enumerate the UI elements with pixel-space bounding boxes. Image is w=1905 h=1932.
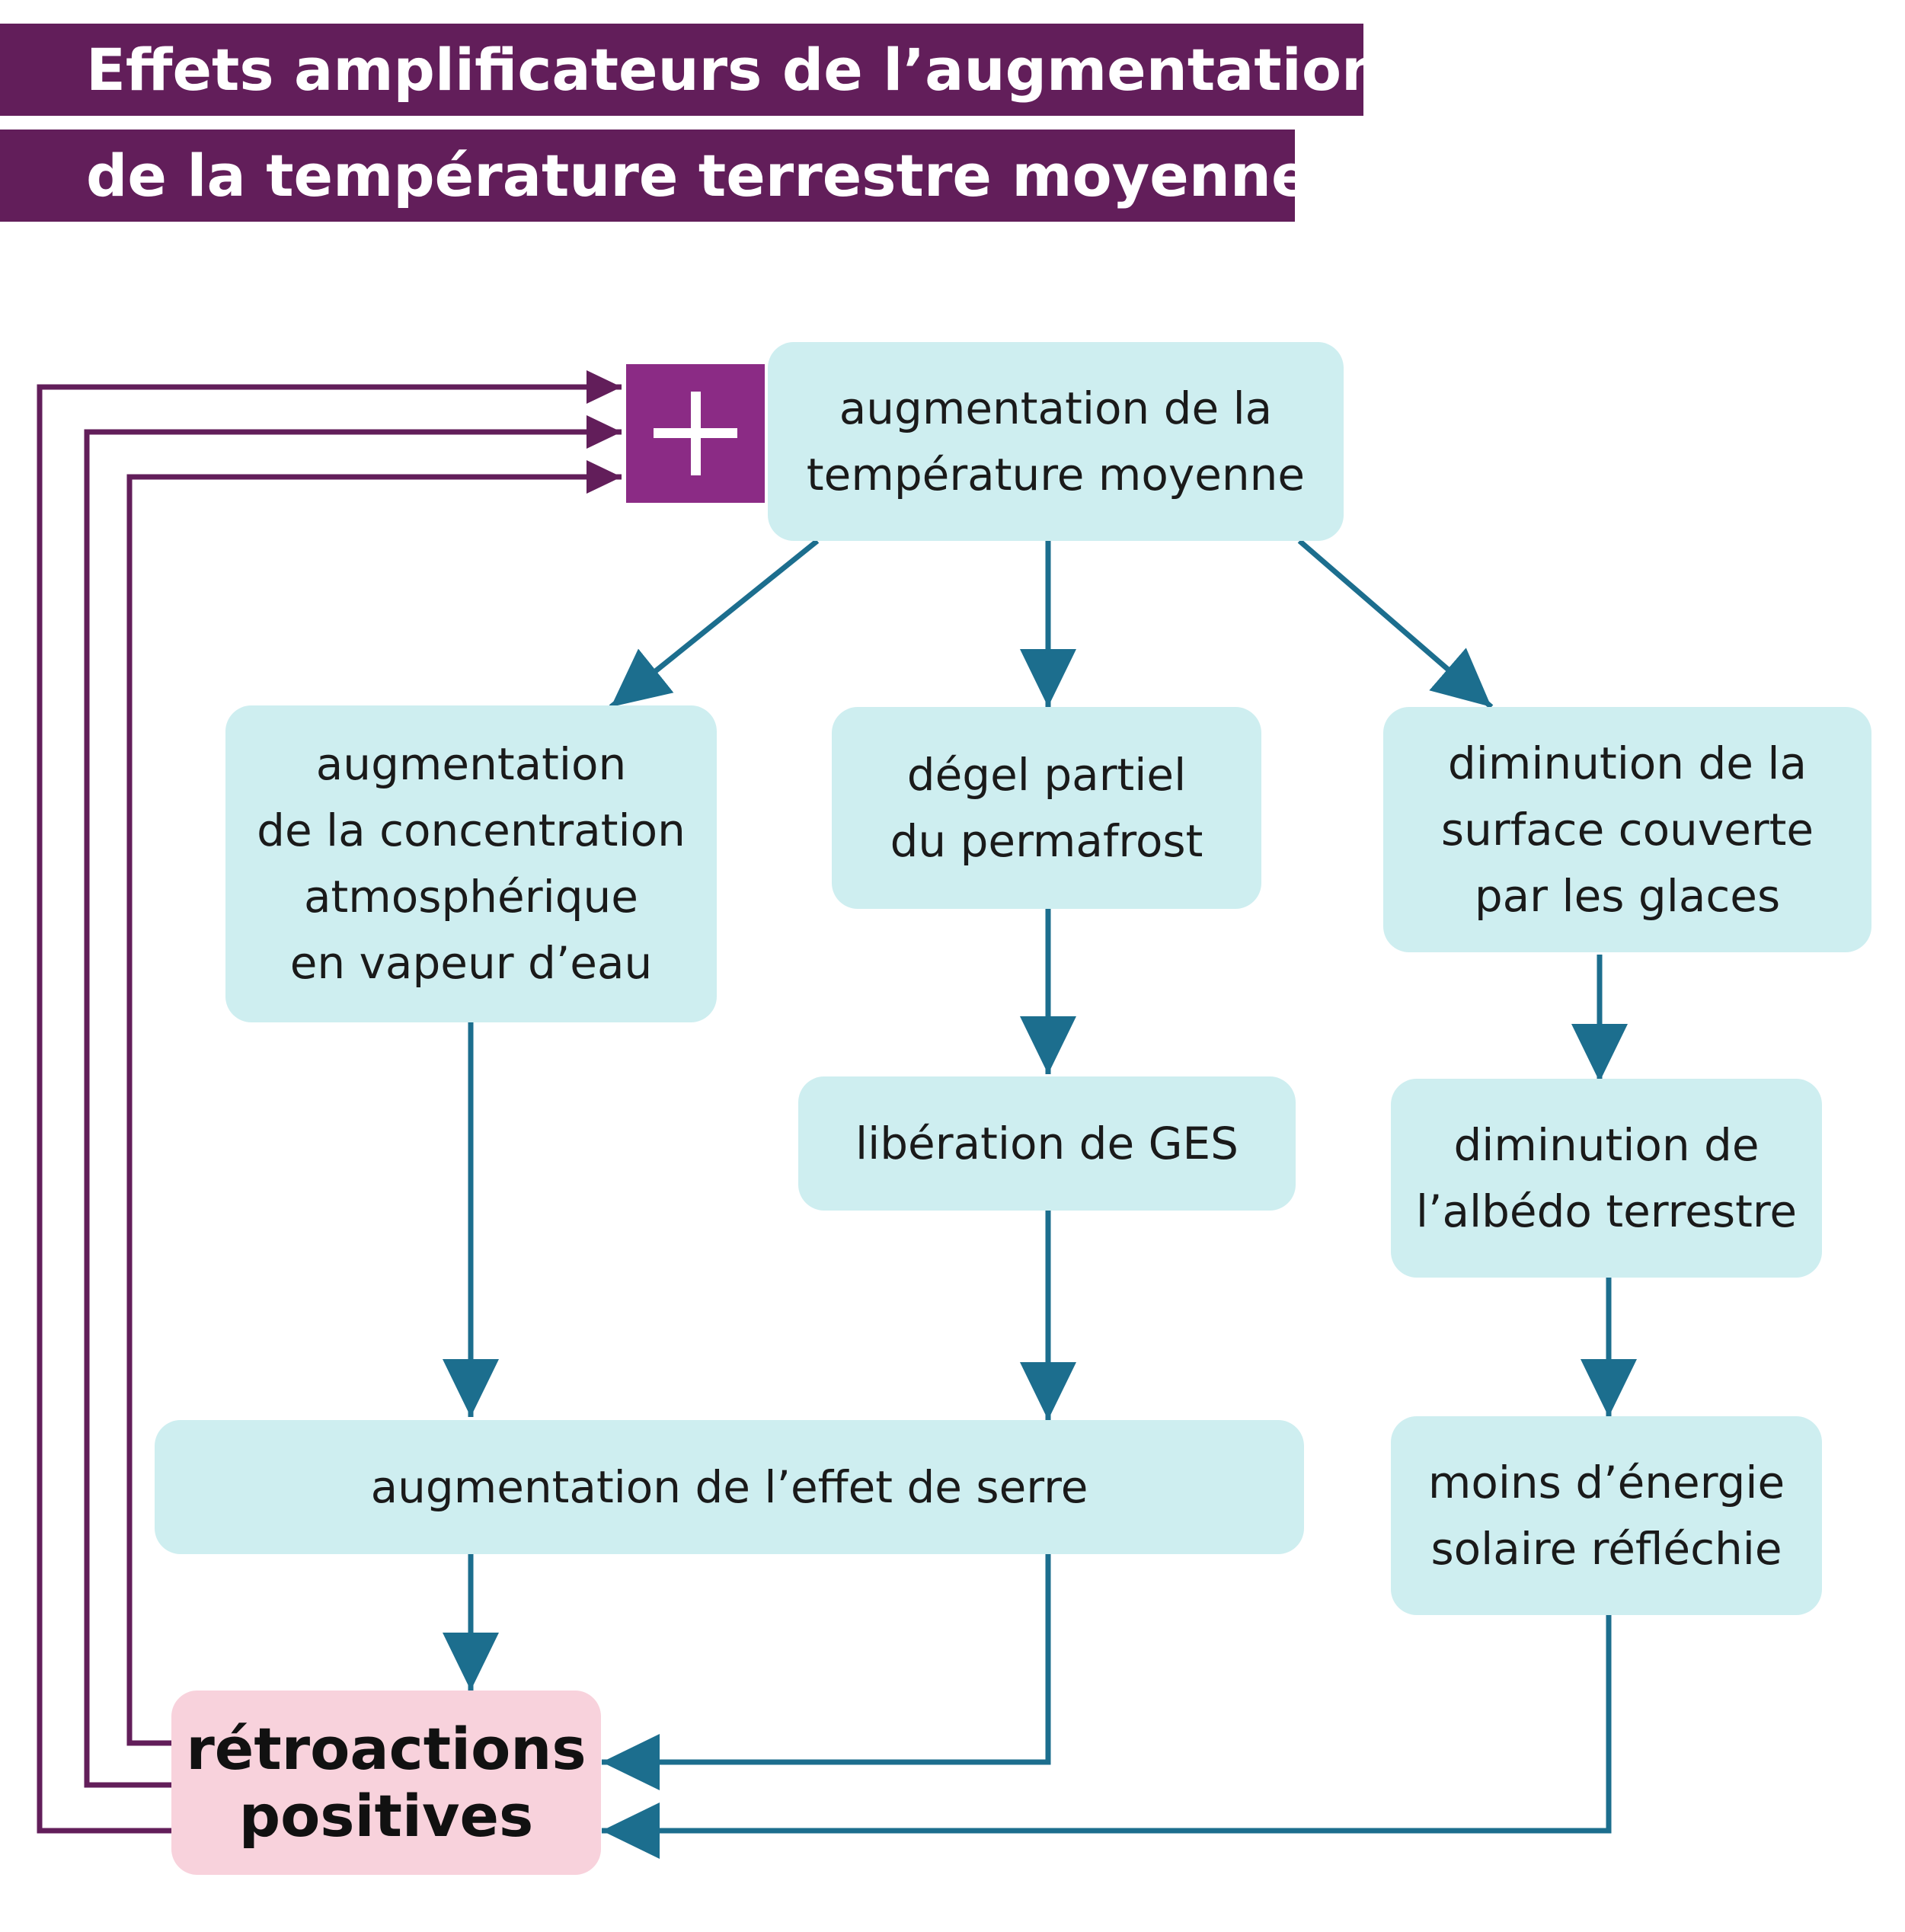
node-vapeur: augmentation de la concentration atmosph…: [225, 705, 717, 1022]
plus-icon: [626, 364, 765, 503]
node-glaces: diminution de la surface couverte par le…: [1383, 707, 1871, 952]
node-ges: libération de GES: [798, 1076, 1296, 1211]
title-line-1: Effets amplificateurs de l’augmentation: [0, 24, 1382, 116]
node-albedo: diminution de l’albédo terrestre: [1391, 1079, 1822, 1278]
arrow-temperature-to-glaces: [1297, 539, 1494, 709]
node-permafrost: dégel partiel du permafrost: [832, 707, 1261, 909]
arrow-temperature-to-vapeur: [609, 539, 820, 709]
node-energie: moins d’énergie solaire réfléchie: [1391, 1416, 1822, 1615]
arrow-energie-to-retroactions: [602, 1615, 1612, 1859]
feedback-arrow-middle: [84, 415, 622, 1788]
title-line-2: de la température terrestre moyenne: [0, 130, 1311, 222]
node-effet-serre: augmentation de l’effet de serre: [155, 1420, 1304, 1554]
feedback-arrow-outer: [37, 370, 622, 1834]
arrow-effet-serre-to-retroactions-side: [602, 1554, 1051, 1790]
node-temperature: augmentation de la température moyenne: [768, 342, 1344, 541]
node-retroactions: rétroactions positives: [171, 1690, 601, 1875]
feedback-arrow-inner: [126, 460, 622, 1746]
